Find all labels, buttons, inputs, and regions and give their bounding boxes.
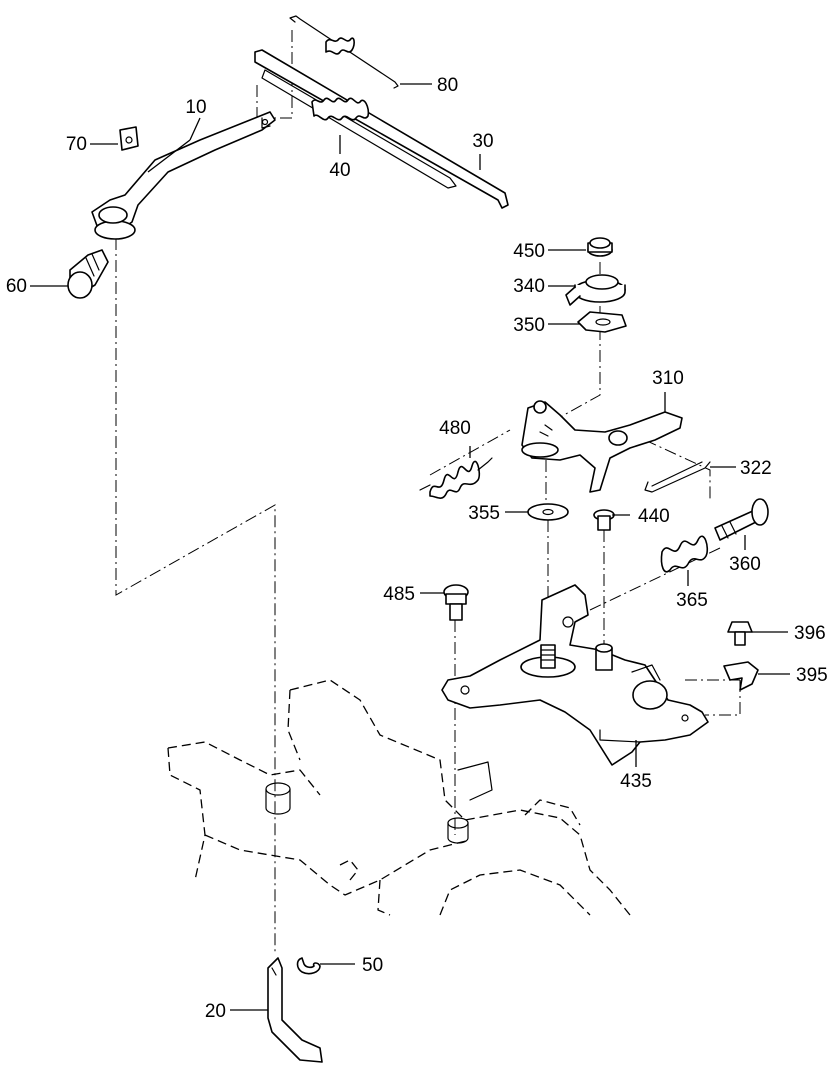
label-365: 365 — [676, 590, 708, 611]
eclip-50 — [296, 957, 321, 975]
label-10: 10 — [185, 97, 206, 118]
spring-322 — [644, 461, 711, 493]
label-60: 60 — [6, 276, 27, 297]
lever-310 — [521, 400, 683, 493]
bolt-360 — [714, 498, 769, 541]
bracket-435 — [441, 584, 709, 766]
leader-lines — [30, 83, 790, 1011]
label-80: 80 — [437, 75, 458, 96]
bar-30 — [254, 49, 509, 209]
label-435: 435 — [620, 771, 652, 792]
label-360: 360 — [729, 554, 761, 575]
label-480: 480 — [439, 418, 471, 439]
engine-outline — [167, 679, 631, 916]
washer-350 — [577, 311, 627, 333]
spring-480 — [419, 457, 493, 499]
label-396: 396 — [794, 623, 826, 644]
label-310: 310 — [652, 368, 684, 389]
label-70: 70 — [66, 134, 87, 155]
bolt-485 — [443, 584, 469, 621]
nut-450 — [587, 237, 613, 257]
cam-340 — [565, 274, 626, 306]
label-40: 40 — [329, 160, 350, 181]
label-395: 395 — [796, 665, 828, 686]
spring-365 — [660, 535, 709, 573]
label-450: 450 — [513, 241, 545, 262]
label-350: 350 — [513, 315, 545, 336]
label-440: 440 — [638, 506, 670, 527]
part-labels: 10 70 60 80 30 40 450 340 350 310 322 48… — [6, 75, 828, 1022]
assembly-lines — [115, 30, 741, 955]
label-340: 340 — [513, 276, 545, 297]
screw-440 — [593, 509, 615, 531]
screw-396 — [727, 621, 753, 646]
label-20: 20 — [205, 1001, 226, 1022]
lever-10 — [91, 111, 276, 240]
knob-60 — [67, 249, 109, 299]
label-30: 30 — [472, 131, 493, 152]
clamp-395 — [723, 661, 759, 691]
rod-20 — [267, 957, 323, 1063]
washer-355 — [527, 503, 569, 521]
clip-70 — [119, 126, 139, 151]
rod-80 — [289, 15, 399, 89]
label-355: 355 — [468, 503, 500, 524]
label-322: 322 — [740, 458, 772, 479]
label-485: 485 — [383, 584, 415, 605]
label-50: 50 — [362, 955, 383, 976]
